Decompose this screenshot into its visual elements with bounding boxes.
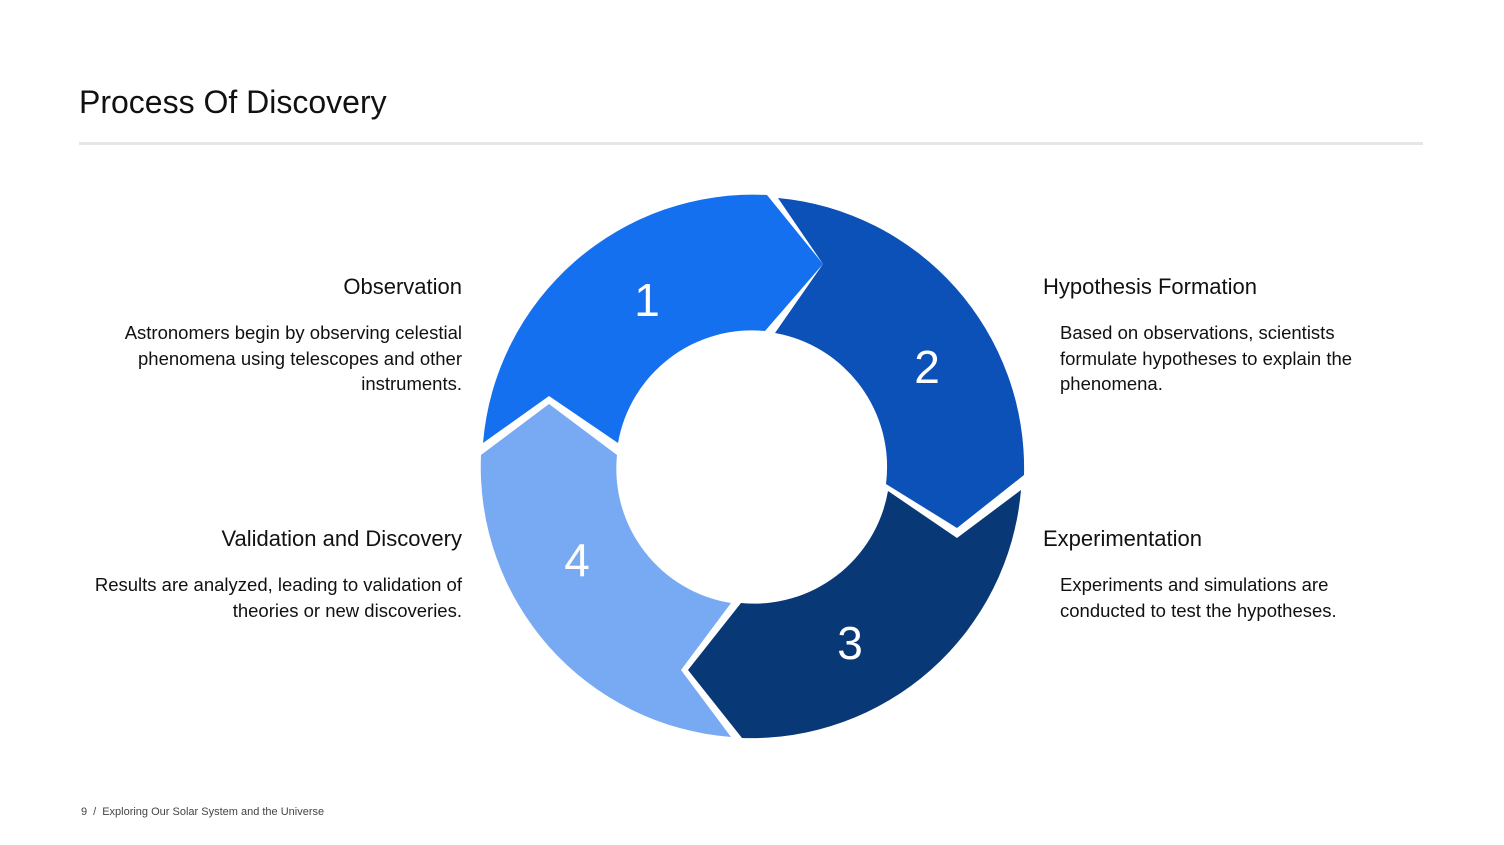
step-1-description: Astronomers begin by observing celestial… <box>124 322 462 394</box>
cycle-segment-1 <box>483 194 823 443</box>
step-2-description: Based on observations, scientists formul… <box>1060 322 1353 394</box>
step-4-heading: Validation and Discovery <box>221 526 463 551</box>
step-number-1: 1 <box>634 274 660 326</box>
cycle-segment-2 <box>775 198 1025 528</box>
step-3-heading: Experimentation <box>1043 526 1202 551</box>
cycle-segment-3 <box>688 490 1021 739</box>
step-3-description: Experiments and simulations are conducte… <box>1060 574 1337 621</box>
slide-footer: 9 / Exploring Our Solar System and the Uni… <box>81 806 324 818</box>
step-number-3: 3 <box>837 617 863 669</box>
title-divider <box>79 142 1423 145</box>
footer-separator: / <box>93 806 97 818</box>
step-3-block: Experimentation Experiments and simulati… <box>1043 526 1443 623</box>
step-number-2: 2 <box>914 341 940 393</box>
step-1-heading: Observation <box>343 274 462 299</box>
page-number: 9 <box>81 806 88 818</box>
deck-title: Exploring Our Solar System and the Unive… <box>102 806 325 818</box>
step-number-4: 4 <box>564 534 590 586</box>
step-2-heading: Hypothesis Formation <box>1043 274 1257 299</box>
step-2-block: Hypothesis Formation Based on observatio… <box>1043 274 1443 397</box>
cycle-segment-4 <box>480 404 731 737</box>
page-title: Process Of Discovery <box>79 84 387 120</box>
step-1-block: Observation Astronomers begin by observi… <box>62 274 462 397</box>
step-4-block: Validation and Discovery Results are ana… <box>62 526 462 623</box>
step-4-description: Results are analyzed, leading to validat… <box>94 574 462 621</box>
